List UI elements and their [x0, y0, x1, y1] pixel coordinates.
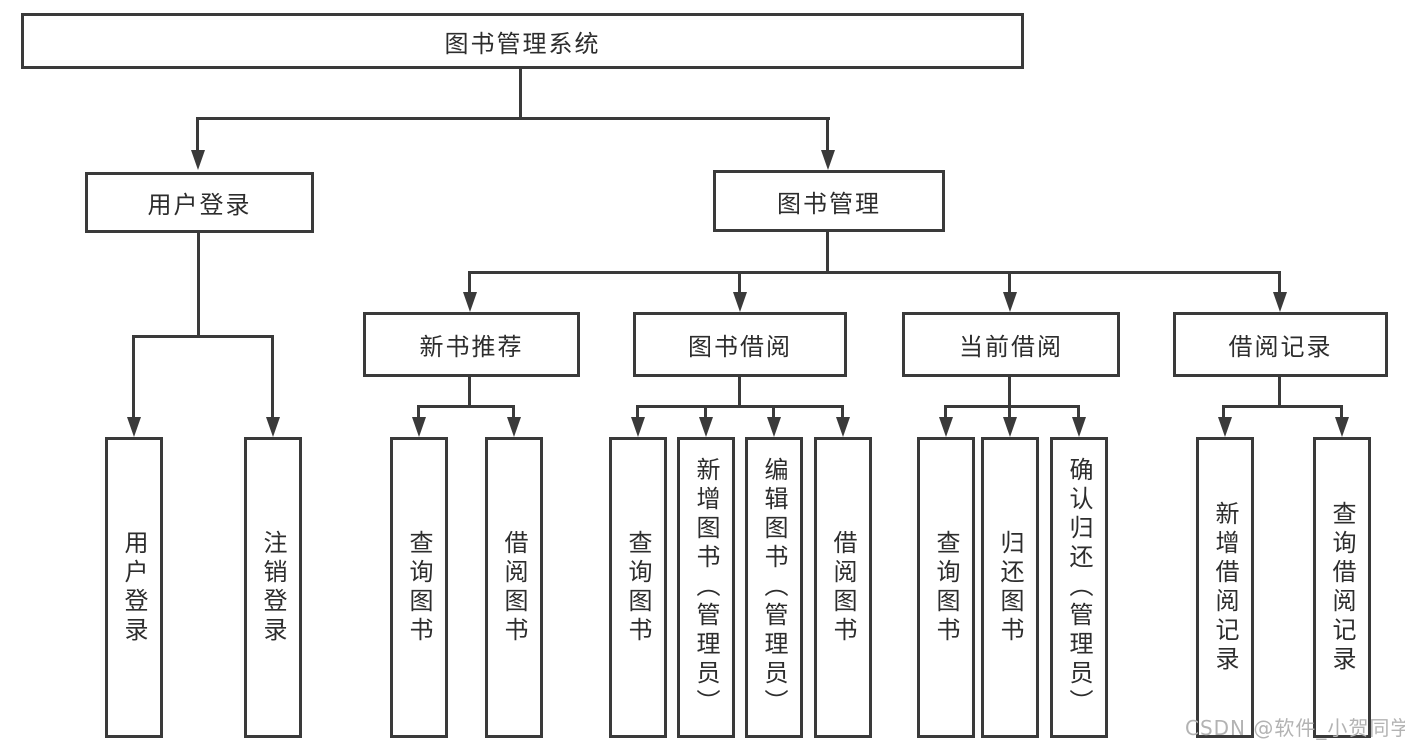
connector-line [841, 405, 844, 419]
arrow-down-icon [266, 417, 280, 437]
connector-line [271, 335, 274, 419]
leaf-logout-login-label: 注销登录 [259, 529, 287, 646]
connector-line [468, 375, 471, 407]
connector-line [1222, 405, 1343, 408]
leaf-add-books-admin-label: 新增图书（管理员） [692, 457, 720, 718]
node-book-borrow-label: 图书借阅 [688, 333, 792, 361]
leaf-borrow-books-recommend: 借阅图书 [485, 437, 543, 738]
arrow-down-icon [1273, 292, 1287, 312]
node-new-book-recommend: 新书推荐 [363, 312, 580, 377]
connector-line [132, 335, 135, 419]
node-book-management-label: 图书管理 [777, 189, 881, 218]
arrow-down-icon [1003, 292, 1017, 312]
node-current-borrow: 当前借阅 [902, 312, 1120, 377]
leaf-query-books-recommend: 查询图书 [390, 437, 448, 738]
arrow-down-icon [412, 417, 426, 437]
arrow-down-icon [821, 150, 835, 170]
connector-line [636, 405, 844, 408]
leaf-add-borrow-record: 新增借阅记录 [1196, 437, 1254, 738]
node-user-login-label: 用户登录 [147, 191, 252, 219]
leaf-logout-login: 注销登录 [244, 437, 302, 738]
leaf-query-books-current: 查询图书 [917, 437, 975, 738]
node-current-borrow-label: 当前借阅 [959, 333, 1063, 361]
connector-line [944, 405, 1080, 408]
arrow-down-icon [1072, 417, 1086, 437]
leaf-confirm-return-admin-label: 确认归还（管理员） [1065, 457, 1093, 718]
connector-line [704, 405, 707, 419]
arrow-down-icon [767, 417, 781, 437]
connector-line [417, 405, 515, 408]
leaf-return-books: 归还图书 [981, 437, 1039, 738]
node-library-system: 图书管理系统 [21, 13, 1024, 69]
arrow-down-icon [127, 417, 141, 437]
arrow-down-icon [1003, 417, 1017, 437]
arrow-down-icon [1218, 417, 1232, 437]
leaf-borrow-books-label: 借阅图书 [829, 529, 857, 646]
connector-line [468, 271, 471, 295]
leaf-edit-books-admin: 编辑图书（管理员） [745, 437, 803, 738]
node-user-login: 用户登录 [85, 172, 314, 233]
connector-line [1278, 271, 1281, 295]
connector-line [468, 271, 1281, 274]
connector-line [944, 405, 947, 419]
leaf-borrow-books: 借阅图书 [814, 437, 872, 738]
arrow-down-icon [463, 292, 477, 312]
arrow-down-icon [631, 417, 645, 437]
arrow-down-icon [733, 292, 747, 312]
watermark: CSDN @软件_小贺同学 [1185, 716, 1405, 740]
leaf-return-books-label: 归还图书 [996, 529, 1024, 646]
arrow-down-icon [836, 417, 850, 437]
leaf-borrow-books-recommend-label: 借阅图书 [500, 529, 528, 646]
node-borrow-records-label: 借阅记录 [1228, 333, 1333, 361]
connector-line [738, 375, 741, 407]
node-borrow-records: 借阅记录 [1173, 312, 1388, 377]
connector-line [196, 117, 199, 153]
leaf-query-books-current-label: 查询图书 [932, 529, 960, 646]
connector-line [772, 405, 775, 419]
arrow-down-icon [1335, 417, 1349, 437]
node-book-management: 图书管理 [713, 170, 945, 232]
connector-line [417, 405, 420, 419]
leaf-confirm-return-admin: 确认归还（管理员） [1050, 437, 1108, 738]
leaf-query-borrow-record: 查询借阅记录 [1313, 437, 1371, 738]
arrow-down-icon [939, 417, 953, 437]
connector-line [1340, 405, 1343, 419]
connector-line [826, 117, 829, 153]
leaf-query-books-borrow-label: 查询图书 [624, 529, 652, 646]
leaf-add-books-admin: 新增图书（管理员） [677, 437, 735, 738]
connector-line [1008, 375, 1011, 407]
leaf-query-books-borrow: 查询图书 [609, 437, 667, 738]
arrow-down-icon [699, 417, 713, 437]
connector-line [197, 233, 200, 337]
arrow-down-icon [191, 150, 205, 170]
connector-line [196, 117, 830, 120]
arrow-down-icon [507, 417, 521, 437]
connector-line [1278, 375, 1281, 407]
node-library-system-label: 图书管理系统 [444, 29, 601, 58]
connector-line [1008, 405, 1011, 419]
connector-line [738, 271, 741, 295]
leaf-query-books-recommend-label: 查询图书 [405, 529, 433, 646]
leaf-add-borrow-record-label: 新增借阅记录 [1211, 500, 1239, 675]
leaf-user-login: 用户登录 [105, 437, 163, 738]
connector-line [519, 69, 522, 119]
connector-line [132, 335, 274, 338]
connector-line [636, 405, 639, 419]
connector-line [512, 405, 515, 419]
leaf-user-login-label: 用户登录 [120, 529, 148, 646]
node-new-book-recommend-label: 新书推荐 [419, 333, 524, 361]
leaf-edit-books-admin-label: 编辑图书（管理员） [760, 457, 788, 718]
connector-line [1077, 405, 1080, 419]
connector-line [826, 232, 829, 273]
node-book-borrow: 图书借阅 [633, 312, 847, 377]
leaf-query-borrow-record-label: 查询借阅记录 [1328, 500, 1356, 675]
connector-line [1008, 271, 1011, 295]
connector-line [1222, 405, 1225, 419]
